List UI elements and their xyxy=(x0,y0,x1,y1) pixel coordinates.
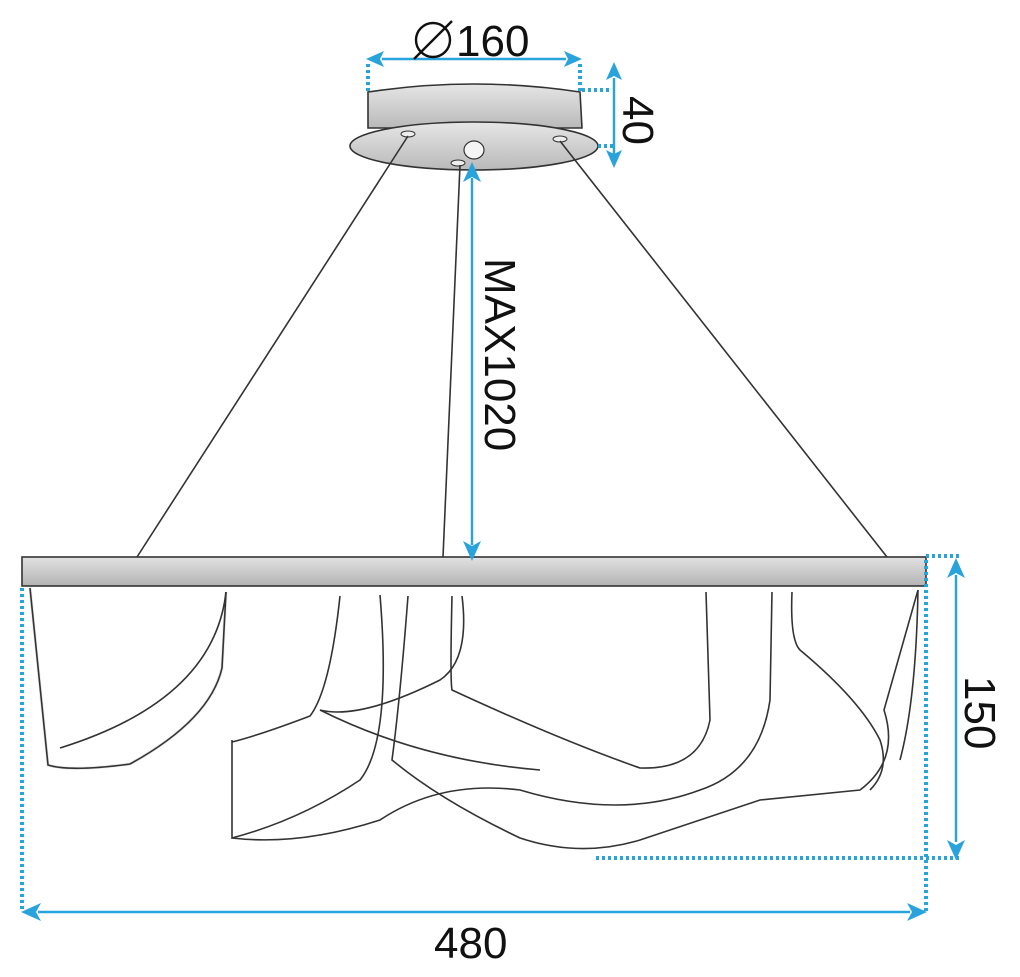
shade-height-label: 150 xyxy=(955,676,1004,749)
total-width-label: 480 xyxy=(434,919,507,968)
dimension-cable-length xyxy=(463,162,481,561)
dimension-total-width xyxy=(20,560,928,921)
canopy-diameter-label: 160 xyxy=(456,17,529,66)
dimension-canopy-diameter xyxy=(366,51,582,92)
dimension-shade-height xyxy=(596,554,965,860)
canopy-height-label: 40 xyxy=(613,96,662,145)
led-ring xyxy=(21,556,927,587)
shade-petals xyxy=(28,587,919,850)
cable-length-label: MAX1020 xyxy=(475,258,524,451)
ceiling-canopy xyxy=(349,83,599,171)
diameter-icon xyxy=(413,20,453,60)
suspension-cables xyxy=(136,135,888,558)
dimension-canopy-height xyxy=(582,62,622,168)
